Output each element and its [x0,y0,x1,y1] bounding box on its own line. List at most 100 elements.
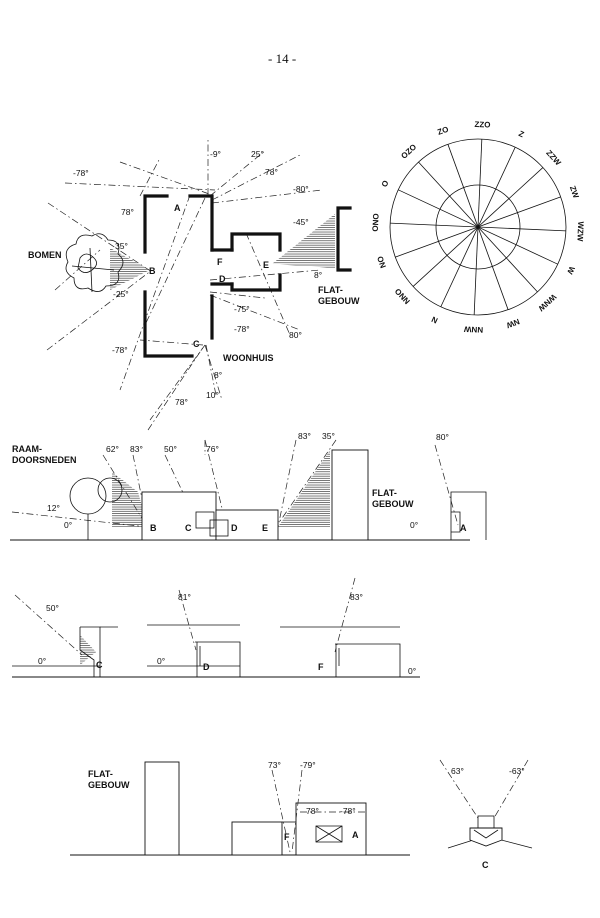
compass-label: ONO [371,213,381,232]
plan-angle: 10° [206,390,219,400]
section2-angle: 0° [408,666,416,676]
plan-angle: 80° [289,330,302,340]
plan-room-d: D [219,274,226,284]
section1-angle: 76° [206,444,219,454]
section2-room-f: F [318,662,324,672]
plan-angle: -80° [293,184,309,194]
plan-angle: -75° [234,304,250,314]
plan-angle: -78° [234,324,250,334]
plan-room-f: F [217,257,223,267]
section2-f-roof [335,643,401,677]
section1-window-box-2 [209,519,229,537]
flat-plan-walls [336,206,352,272]
tree-icon [69,477,123,540]
compass-label: O [380,179,391,188]
plan-flat-label-2: GEBOUW [318,296,360,306]
corner-angle: -63° [509,766,525,776]
plan-angle: 35° [115,241,128,251]
section1-room-e: E [262,523,268,533]
section2-angle: 50° [46,603,59,613]
compass-label: NO [376,255,389,269]
section1-room-c: C [185,523,192,533]
section2-angle: 0° [157,656,165,666]
compass-label: W [565,265,577,276]
section2-angle: 0° [38,656,46,666]
plan-angle: 78° [121,207,134,217]
compass-label: N [430,314,439,325]
compass-label: WZW [575,221,585,242]
compass-ray [473,139,483,315]
tree-icon [65,233,124,293]
section1-angle: 12° [47,503,60,513]
plan-room-c: C [193,339,200,349]
plan-angle: 8° [314,270,322,280]
section2-angle: 81° [178,592,191,602]
section1-title-1: RAAM- [12,444,42,454]
section3-angle: -78° [340,806,356,816]
section1-title-2: DOORSNEDEN [12,455,77,465]
corner-window-c: C [482,860,489,870]
section1-angle: 0° [410,520,418,530]
compass-label: NW [505,317,521,330]
section1-flat-label-1: FLAT- [372,488,397,498]
compass-label: OZO [399,142,418,160]
compass-label: Z [517,129,525,139]
plan-angle: 78° [175,397,188,407]
compass-label: ZZW [544,148,563,167]
section1-room-d: D [231,523,238,533]
plan-angle: -45° [293,217,309,227]
section3-angle: 73° [268,760,281,770]
floor-plan: A B C D E F BOMEN WOONHUIS FLAT- GEBOUW … [28,140,360,431]
plan-angle: 78° [265,167,278,177]
plan-sight-lines [46,140,323,431]
plan-angle: -25° [113,289,129,299]
plan-angle: 25° [251,149,264,159]
section1-angle: 80° [436,432,449,442]
section-raamdoorsneden: RAAM- DOORSNEDEN B C [10,431,487,541]
section3-low-building [231,821,283,856]
compass-label: ZZO [474,120,490,130]
compass-label: ZW [568,185,581,200]
compass-label: WNW [536,292,558,313]
section1-angle: 35° [322,431,335,441]
section1-flat-building [331,449,369,541]
plan-angle: 8° [214,370,222,380]
section-bottom: FLAT- GEBOUW F A 73° -79° 78° -78° C 63°… [70,759,533,870]
woonhuis-walls [143,194,282,358]
flat-shadow-sector [272,214,335,268]
section1-angle: 0° [64,520,72,530]
plan-room-a: A [174,203,181,213]
plan-angle: -78° [112,345,128,355]
section-windows-detail: C 50° 0° D 81° 0° F 83° 0° [12,577,420,678]
section3-room-a: A [352,830,359,840]
section1-shade-flat [278,450,330,527]
section2-angle: 83° [350,592,363,602]
section1-room-a: A [460,523,467,533]
compass-label: NNW [463,324,483,334]
section1-flat-label-2: GEBOUW [372,499,414,509]
section3-flat-label-1: FLAT- [88,769,113,779]
compass-inner-circle [435,184,521,270]
corner-window-detail: C 63° -63° [439,759,533,870]
compass-rays [390,139,566,315]
section1-house-low [215,509,279,541]
section3-room-f: F [284,832,290,842]
page-number: - 14 - [268,51,296,66]
section2-d-roof [195,641,241,677]
section1-angle: 62° [106,444,119,454]
corner-angle: 63° [451,766,464,776]
section1-right-building [450,491,487,540]
section3-flat-label-2: GEBOUW [88,780,130,790]
plan-angle: -78° [73,168,89,178]
woonhuis-label: WOONHUIS [223,353,274,363]
plan-room-e: E [263,260,269,270]
compass-outer-circle [389,138,567,316]
section1-angle: 83° [130,444,143,454]
section2-room-c: C [96,660,103,670]
section2-room-d: D [203,662,210,672]
section1-angle: 50° [164,444,177,454]
section3-flat-building [144,761,180,856]
section1-house [141,491,217,541]
